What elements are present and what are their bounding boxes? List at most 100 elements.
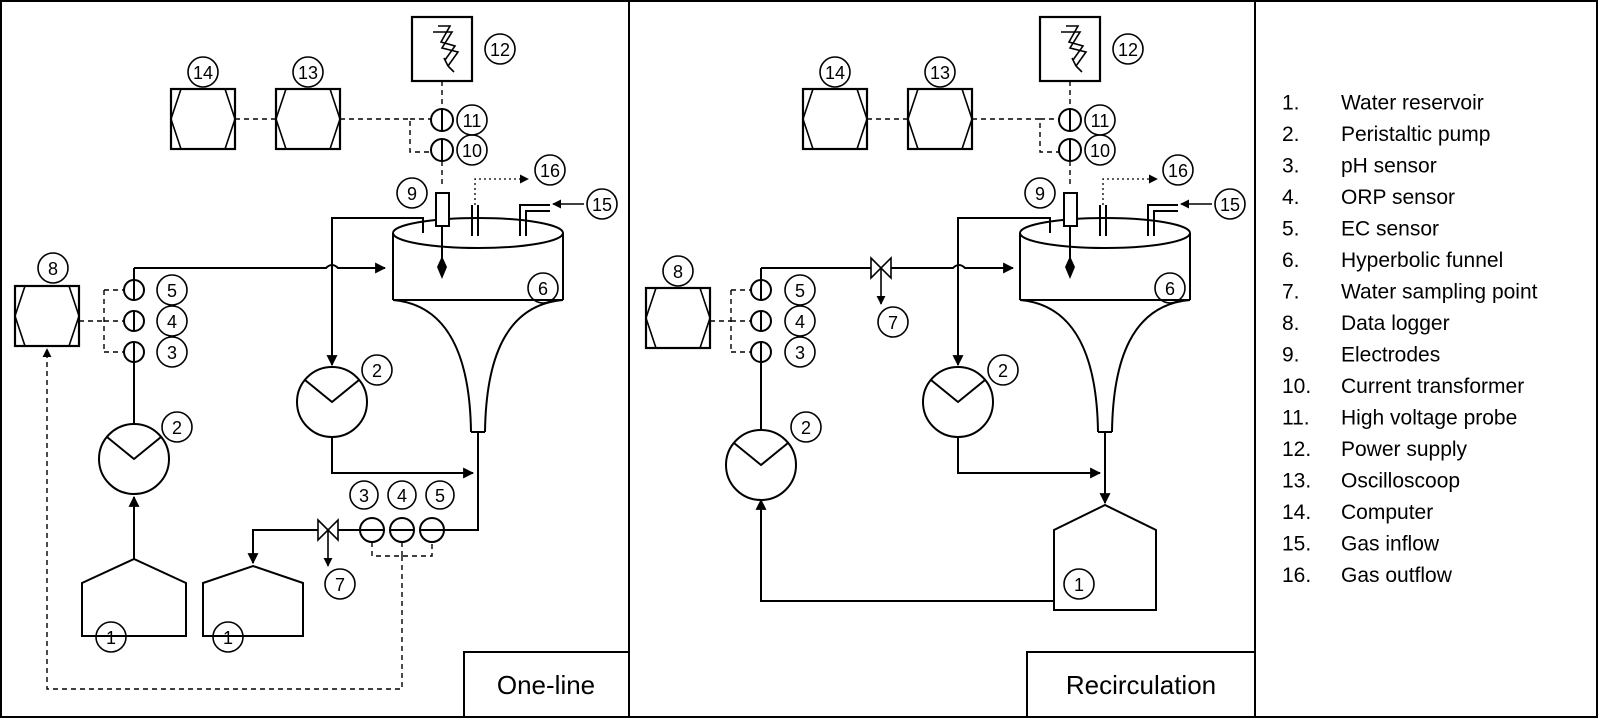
label-1: 1 <box>212 621 244 653</box>
current-transformer <box>430 138 454 162</box>
signal-line <box>47 349 433 690</box>
label-3: 3 <box>349 480 379 510</box>
svg-text:8: 8 <box>673 262 683 282</box>
svg-text:3: 3 <box>359 486 369 506</box>
mode-caption-box: One-line <box>463 651 630 718</box>
svg-text:3: 3 <box>167 343 177 363</box>
oscilloscope <box>906 87 974 151</box>
label-16: 16 <box>534 154 566 186</box>
legend-text: ORP sensor <box>1341 186 1455 209</box>
svg-text:2: 2 <box>998 361 1008 381</box>
legend-text: Current transformer <box>1341 375 1524 398</box>
legend-text: Electrodes <box>1341 344 1440 367</box>
legend-number: 11. <box>1282 407 1310 430</box>
svg-text:16: 16 <box>540 161 560 181</box>
power-supply <box>1038 15 1102 83</box>
peristaltic-pump <box>296 366 368 438</box>
svg-text:16: 16 <box>1168 161 1188 181</box>
svg-text:1: 1 <box>1074 575 1084 595</box>
label-15: 15 <box>586 188 618 220</box>
sensor-stack <box>359 517 445 543</box>
water-line <box>331 437 475 479</box>
signal-line <box>710 289 751 353</box>
data-logger <box>13 284 81 348</box>
peristaltic-pump <box>922 366 994 438</box>
label-2: 2 <box>161 411 193 443</box>
label-10: 10 <box>456 134 488 166</box>
panel-one-line: One-line <box>13 15 630 718</box>
legend: 1. Water reservoir 2. Peristaltic pump 3.pH … <box>1282 92 1538 588</box>
legend-text: Gas inflow <box>1341 533 1440 556</box>
svg-text:1: 1 <box>223 628 233 648</box>
svg-text:5: 5 <box>435 486 445 506</box>
svg-text:2: 2 <box>172 418 182 438</box>
water-reservoir <box>1053 503 1157 611</box>
label-4: 4 <box>784 305 816 337</box>
legend-number: 8. <box>1282 312 1300 335</box>
label-9: 9 <box>1024 177 1056 209</box>
legend-number: 10. <box>1282 375 1311 398</box>
label-12: 12 <box>484 33 516 65</box>
svg-text:13: 13 <box>298 63 318 83</box>
svg-text:14: 14 <box>193 63 213 83</box>
legend-item: 10. Current transformer <box>1282 375 1524 398</box>
legend-text: High voltage probe <box>1341 407 1517 430</box>
svg-text:1: 1 <box>106 628 116 648</box>
label-11: 11 <box>1084 104 1116 136</box>
svg-text:10: 10 <box>462 141 482 161</box>
label-2: 2 <box>361 354 393 386</box>
label-13: 13 <box>292 56 324 88</box>
legend-item: 5. EC sensor <box>1282 218 1439 241</box>
svg-text:5: 5 <box>795 281 805 301</box>
legend-number: 5. <box>1282 218 1300 241</box>
gas-outflow-port <box>471 174 529 236</box>
label-5: 5 <box>156 274 188 306</box>
legend-item: 4. ORP sensor <box>1282 186 1455 209</box>
legend-text: EC sensor <box>1341 218 1439 241</box>
svg-text:6: 6 <box>538 279 548 299</box>
label-5: 5 <box>425 480 455 510</box>
label-9: 9 <box>396 177 428 209</box>
legend-number: 4. <box>1282 186 1300 209</box>
high-voltage-probe <box>1058 108 1082 132</box>
legend-text: Water reservoir <box>1341 92 1484 115</box>
legend-text: Peristaltic pump <box>1341 123 1490 146</box>
panel-recirculation: Recirculation <box>644 15 1256 718</box>
signal-line <box>972 118 1059 153</box>
gas-outflow-port <box>1099 174 1158 236</box>
svg-text:12: 12 <box>490 40 510 60</box>
legend-number: 15. <box>1282 533 1311 556</box>
mode-caption: One-line <box>497 670 595 700</box>
legend-item: 2. Peristaltic pump <box>1282 123 1490 146</box>
label-8: 8 <box>37 252 69 284</box>
label-6: 6 <box>1154 272 1186 304</box>
signal-line <box>79 289 124 353</box>
data-logger <box>644 286 712 350</box>
water-line <box>134 262 387 274</box>
oscilloscope <box>274 87 342 151</box>
legend-item: 3.pH sensor <box>1282 155 1437 178</box>
label-16: 16 <box>1162 154 1194 186</box>
legend-number: 13. <box>1282 470 1311 493</box>
computer <box>801 87 869 151</box>
legend-text: Gas outflow <box>1341 564 1453 587</box>
current-transformer <box>1058 138 1082 162</box>
legend-number: 16. <box>1282 564 1311 587</box>
svg-text:8: 8 <box>48 259 58 279</box>
legend-item: 6.Hyperbolic funnel <box>1282 249 1503 272</box>
label-4: 4 <box>156 305 188 337</box>
sampling-valve <box>317 518 339 567</box>
water-line <box>755 498 1054 602</box>
legend-number: 2. <box>1282 123 1300 146</box>
legend-item: 11. High voltage probe <box>1282 407 1517 430</box>
legend-item: 1. Water reservoir <box>1282 92 1484 115</box>
legend-number: 1. <box>1282 92 1300 115</box>
legend-text: Data logger <box>1341 312 1450 335</box>
svg-text:9: 9 <box>407 184 417 204</box>
label-5: 5 <box>784 274 816 306</box>
svg-text:4: 4 <box>397 486 407 506</box>
power-supply <box>410 15 474 83</box>
